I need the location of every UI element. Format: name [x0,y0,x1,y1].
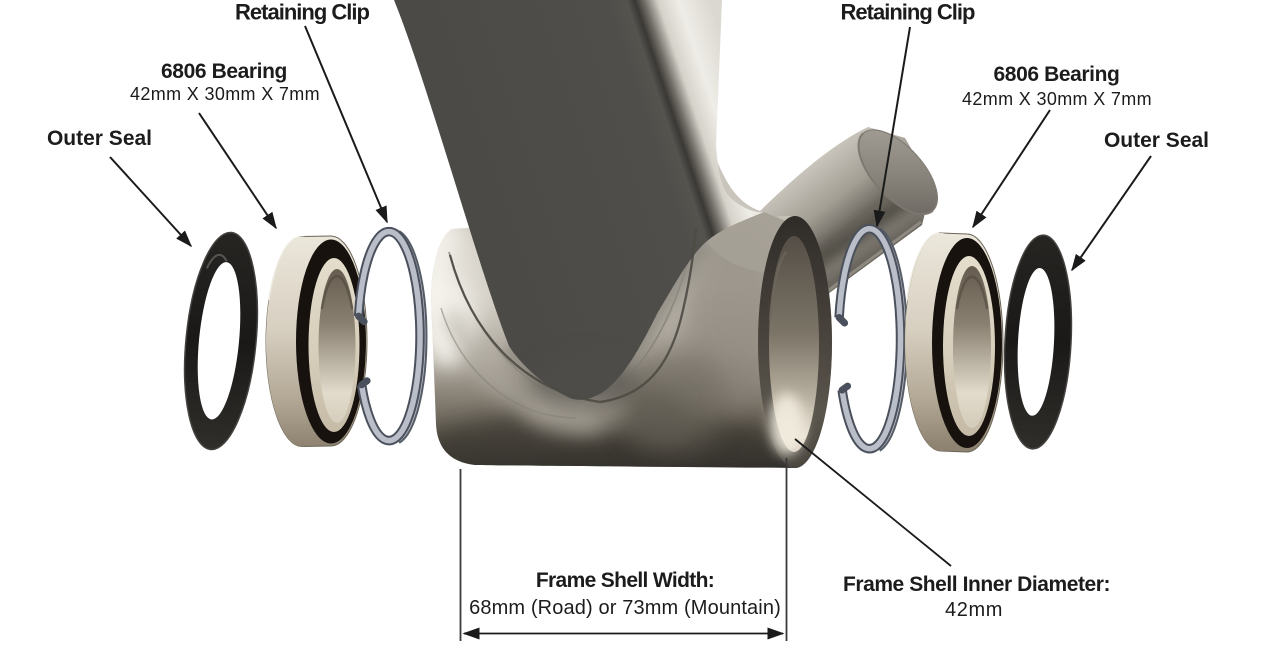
svg-text:42mm X 30mm X 7mm: 42mm X 30mm X 7mm [130,84,320,104]
svg-text:Retaining Clip: Retaining Clip [235,0,369,25]
svg-text:Outer Seal: Outer Seal [47,127,152,150]
svg-text:6806 Bearing: 6806 Bearing [161,60,287,83]
svg-text:Frame Shell Width:: Frame Shell Width: [536,569,714,592]
svg-text:6806 Bearing: 6806 Bearing [994,63,1120,86]
svg-text:Frame Shell Inner Diameter:: Frame Shell Inner Diameter: [843,573,1110,596]
svg-text:Outer Seal: Outer Seal [1104,129,1209,152]
svg-text:Retaining Clip: Retaining Clip [841,0,975,25]
svg-text:42mm: 42mm [945,599,1003,621]
svg-text:68mm (Road) or 73mm (Mountain): 68mm (Road) or 73mm (Mountain) [469,597,781,619]
svg-text:42mm X 30mm X 7mm: 42mm X 30mm X 7mm [962,89,1152,109]
